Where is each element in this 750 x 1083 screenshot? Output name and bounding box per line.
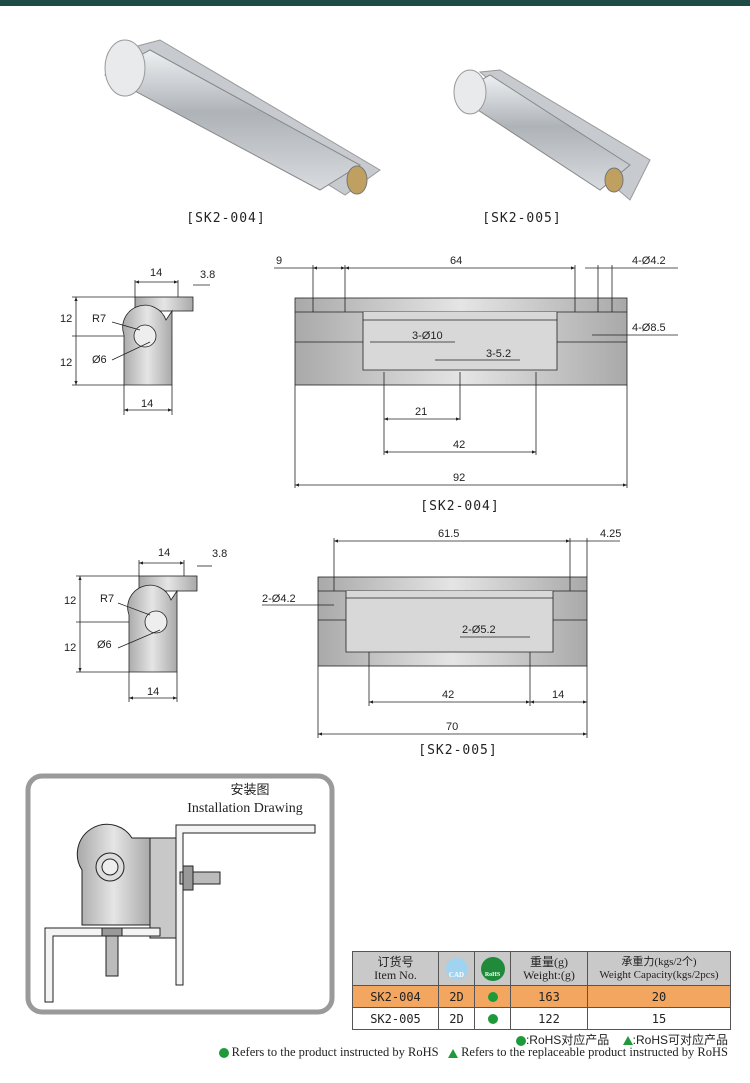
dim-label: R7 <box>92 313 106 325</box>
dim-label: 14 <box>141 398 153 410</box>
dim-label: 21 <box>415 406 427 418</box>
dim-label: 92 <box>453 472 465 484</box>
dim-label: 4.25 <box>600 528 621 540</box>
product-photo-sk2-004 <box>103 39 381 196</box>
cell-cad: 2D <box>438 1007 475 1030</box>
rohs-dot-icon <box>515 1035 526 1046</box>
drawing-caption-sk2-004: [SK2-004] <box>420 499 499 514</box>
legend-en: Refers to the product instructed by RoHS… <box>218 1045 728 1060</box>
header-weight-cn: 重量(g) <box>530 954 568 969</box>
replaceable-triangle-icon <box>622 1036 633 1046</box>
dim-label: 4-Ø4.2 <box>632 255 666 267</box>
legend-rohs-en: Refers to the product instructed by RoHS <box>231 1045 439 1059</box>
dim-label: 64 <box>450 255 462 267</box>
cell-capacity: 20 <box>587 985 731 1008</box>
legend-replaceable-en: Refers to the replaceable product instru… <box>461 1045 728 1059</box>
header-item-en: Item No. <box>374 967 417 982</box>
rohs-dot-icon <box>487 992 498 1003</box>
rohs-dot-icon <box>487 1014 498 1025</box>
front-view-sk2-005 <box>262 538 620 738</box>
dim-label: 42 <box>442 689 454 701</box>
header-weight-en: Weight:(g) <box>523 967 575 982</box>
legend-rohs-cn: :RoHS对应产品 <box>525 1033 610 1047</box>
rohs-icon: RoHS <box>480 956 505 981</box>
dim-label: 3.8 <box>200 269 215 281</box>
dim-label: R7 <box>100 593 114 605</box>
side-view-sk2-004 <box>72 280 210 415</box>
legend-replaceable-cn: :RoHS可对应产品 <box>632 1033 728 1047</box>
dim-label: 3-5.2 <box>486 348 511 360</box>
cell-item: SK2-005 <box>352 1007 439 1030</box>
product-label-sk2-005: [SK2-005] <box>482 211 561 226</box>
cell-cad: 2D <box>438 985 475 1008</box>
installation-drawing <box>25 773 335 1015</box>
dim-label: 12 <box>64 642 76 654</box>
table-row: SK2-004 2D 163 20 <box>352 985 731 1008</box>
dim-label: 70 <box>446 721 458 733</box>
header-item-cn: 订货号 <box>377 954 414 969</box>
product-label-sk2-004: [SK2-004] <box>186 211 265 226</box>
installation-title-en: Installation Drawing <box>187 801 302 816</box>
dim-label: Ø6 <box>92 354 107 366</box>
dim-label: 14 <box>552 689 564 701</box>
dim-label: 3.8 <box>212 548 227 560</box>
cad-icon: CAD <box>445 957 468 980</box>
dim-label: 12 <box>64 595 76 607</box>
front-view-sk2-004 <box>274 265 678 488</box>
replaceable-triangle-icon <box>447 1048 458 1058</box>
side-view-sk2-005 <box>76 560 212 702</box>
header-capacity-cn: 承重力(kgs/2个) <box>621 955 697 968</box>
cell-weight: 163 <box>510 985 588 1008</box>
header-capacity-en: Weight Capacity(kgs/2pcs) <box>599 968 719 981</box>
rohs-dot-icon <box>218 1048 229 1059</box>
dim-label: 42 <box>453 439 465 451</box>
dim-label: 14 <box>150 267 162 279</box>
dim-label: 9 <box>276 255 282 267</box>
dim-label: Ø6 <box>97 639 112 651</box>
dim-label: 4-Ø8.5 <box>632 322 666 334</box>
cell-item: SK2-004 <box>352 985 439 1008</box>
dim-label: 2-Ø4.2 <box>262 593 296 605</box>
table-row: SK2-005 2D 122 15 <box>352 1007 731 1030</box>
installation-title-cn: 安装图 <box>230 782 269 797</box>
dim-label: 14 <box>147 686 159 698</box>
cell-capacity: 15 <box>587 1007 731 1030</box>
product-photo-sk2-005 <box>453 69 651 201</box>
dim-label: 3-Ø10 <box>412 330 443 342</box>
legend-cn: :RoHS对应产品 :RoHS可对应产品 <box>515 1031 728 1048</box>
dim-label: 14 <box>158 547 170 559</box>
dim-label: 2-Ø5.2 <box>462 624 496 636</box>
drawing-caption-sk2-005: [SK2-005] <box>418 743 497 758</box>
dim-label: 12 <box>60 313 72 325</box>
top-bar <box>0 0 750 6</box>
dim-label: 61.5 <box>438 528 459 540</box>
dim-label: 12 <box>60 357 72 369</box>
cell-weight: 122 <box>510 1007 588 1030</box>
